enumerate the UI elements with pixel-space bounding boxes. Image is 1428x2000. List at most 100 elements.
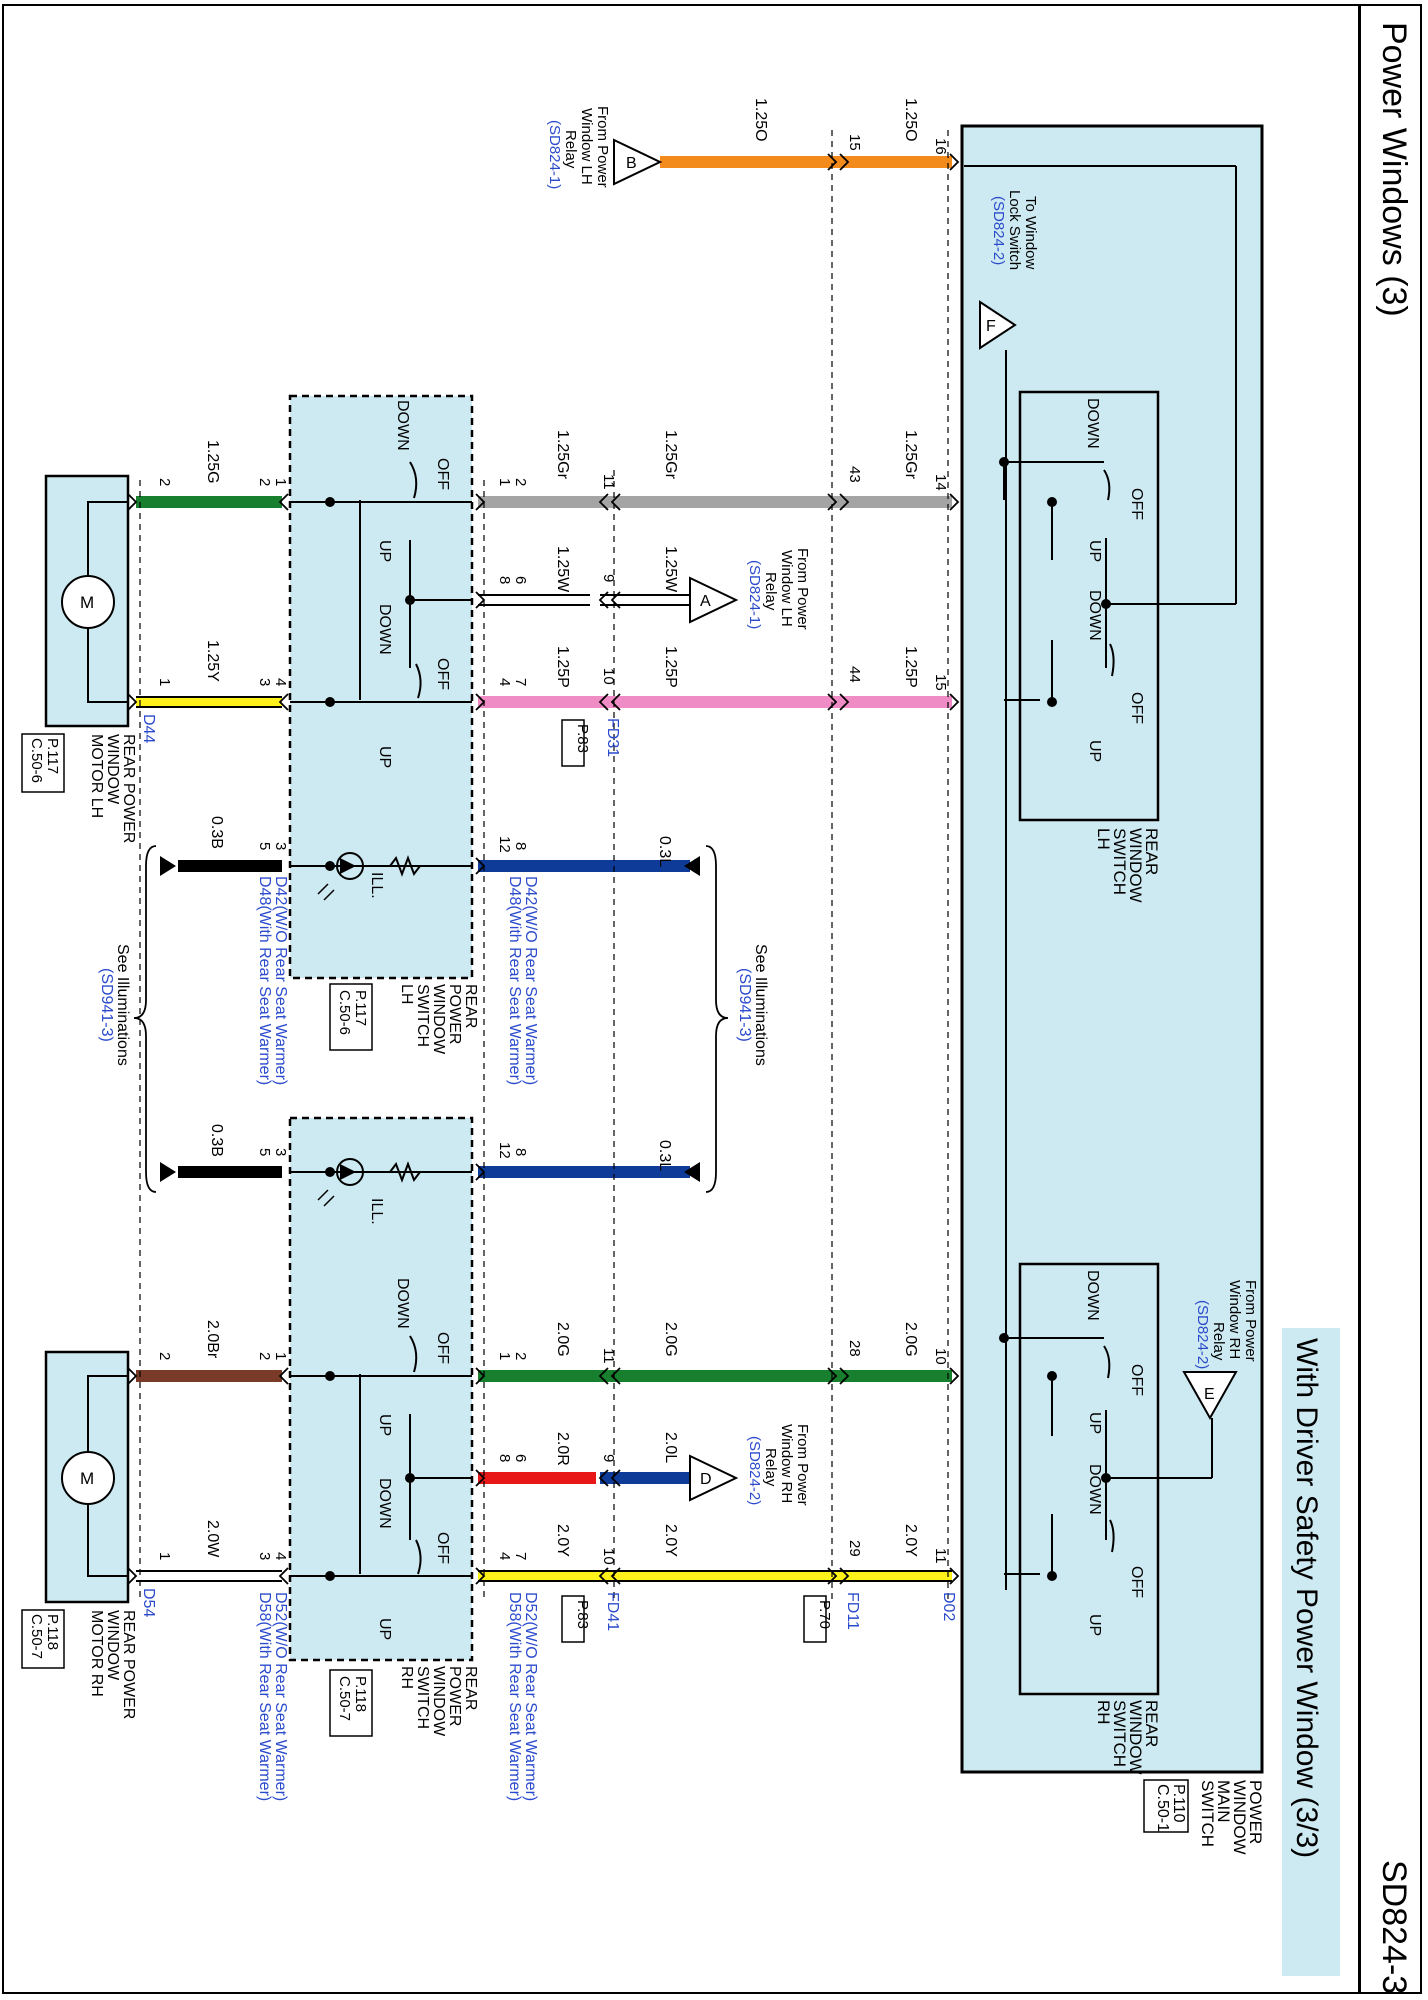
svg-text:D58(With Rear Seat Warmer): D58(With Rear Seat Warmer) bbox=[506, 1592, 523, 1801]
rear-power-window-motor-lh: M REAR POWER WINDOW MOTOR LH P.117 C.50-… bbox=[21, 474, 157, 843]
svg-text:DOWN: DOWN bbox=[1086, 1464, 1103, 1515]
svg-text:See Illuminations: See Illuminations bbox=[114, 944, 131, 1066]
rear-power-window-switch-rh bbox=[288, 1116, 474, 1662]
svg-text:1.25Y: 1.25Y bbox=[204, 640, 221, 682]
svg-text:P.117: P.117 bbox=[44, 738, 61, 774]
svg-text:OFF: OFF bbox=[434, 1332, 451, 1364]
svg-text:7: 7 bbox=[512, 678, 529, 686]
svg-text:1.25O: 1.25O bbox=[902, 98, 919, 142]
svg-text:4: 4 bbox=[272, 678, 289, 686]
svg-text:OFF: OFF bbox=[1128, 1364, 1145, 1396]
pin-numbers: 16 15 14 43 15 44 10 28 11 29 11 9 10 11… bbox=[156, 134, 949, 1565]
svg-text:0.3L: 0.3L bbox=[656, 1140, 673, 1171]
svg-text:2: 2 bbox=[256, 1352, 273, 1360]
svg-text:2: 2 bbox=[256, 478, 273, 486]
svg-text:SWITCH: SWITCH bbox=[414, 984, 431, 1047]
svg-text:D52(W/O Rear Seat Warmer): D52(W/O Rear Seat Warmer) bbox=[522, 1592, 539, 1801]
svg-text:D42(W/O Rear Seat Warmer): D42(W/O Rear Seat Warmer) bbox=[522, 876, 539, 1085]
offpage-connector-f: F To Window Lock Switch (SD824-2) bbox=[979, 190, 1039, 350]
svg-text:M: M bbox=[80, 1469, 94, 1488]
svg-text:11: 11 bbox=[600, 1348, 617, 1364]
offpage-connector-e: E From Power Window RH Relay (SD824-2) bbox=[1182, 1280, 1259, 1446]
svg-text:1.25G: 1.25G bbox=[204, 440, 221, 484]
svg-text:OFF: OFF bbox=[434, 658, 451, 690]
svg-text:WINDOW: WINDOW bbox=[430, 984, 447, 1055]
svg-text:2: 2 bbox=[512, 478, 529, 486]
svg-text:Relay: Relay bbox=[562, 130, 579, 169]
svg-text:16: 16 bbox=[932, 138, 949, 155]
svg-text:OFF: OFF bbox=[434, 458, 451, 490]
svg-text:1.25P: 1.25P bbox=[554, 646, 571, 688]
svg-text:12: 12 bbox=[496, 836, 513, 853]
svg-text:3: 3 bbox=[272, 1148, 289, 1156]
svg-text:1.25Gr: 1.25Gr bbox=[554, 430, 571, 480]
svg-text:10: 10 bbox=[600, 668, 617, 685]
svg-text:DOWN: DOWN bbox=[376, 1478, 393, 1529]
svg-text:2.0R: 2.0R bbox=[554, 1432, 571, 1466]
svg-text:1: 1 bbox=[156, 1552, 173, 1560]
svg-text:LH: LH bbox=[1094, 828, 1113, 850]
svg-text:2.0Br: 2.0Br bbox=[204, 1320, 221, 1359]
svg-text:2.0Y: 2.0Y bbox=[554, 1524, 571, 1557]
svg-text:UP: UP bbox=[376, 1618, 393, 1640]
svg-text:9: 9 bbox=[600, 574, 617, 582]
svg-text:C.50-6: C.50-6 bbox=[28, 738, 45, 783]
connector-chevrons bbox=[127, 153, 960, 1585]
svg-text:1.25O: 1.25O bbox=[752, 98, 769, 142]
svg-text:Window RH: Window RH bbox=[1226, 1280, 1243, 1359]
svg-text:UP: UP bbox=[1086, 1614, 1103, 1636]
svg-text:DOWN: DOWN bbox=[1084, 398, 1101, 449]
svg-text:DOWN: DOWN bbox=[1086, 590, 1103, 641]
svg-text:(SD941-3): (SD941-3) bbox=[98, 968, 115, 1042]
svg-text:P.83: P.83 bbox=[574, 724, 591, 753]
rear-switch-lh-labels: DOWN OFF UP DOWN OFF UP ILL. bbox=[368, 400, 451, 899]
svg-text:1.25Gr: 1.25Gr bbox=[902, 430, 919, 480]
svg-text:(SD824-2): (SD824-2) bbox=[746, 1436, 763, 1505]
svg-text:SWITCH: SWITCH bbox=[1110, 1700, 1129, 1767]
svg-text:MOTOR LH: MOTOR LH bbox=[88, 734, 105, 818]
offpage-connector-b: B From Power Window LH Relay (SD824-1) bbox=[546, 106, 663, 189]
rear-switch-lh-name: REAR POWER WINDOW SWITCH LH P.117 C.50-6 bbox=[329, 983, 479, 1055]
rear-switch-lh-junctions bbox=[325, 497, 415, 871]
svg-text:1.25W: 1.25W bbox=[662, 546, 679, 593]
svg-text:D44: D44 bbox=[140, 714, 157, 743]
svg-text:LH: LH bbox=[398, 984, 415, 1004]
svg-text:28: 28 bbox=[846, 1340, 863, 1357]
svg-text:UP: UP bbox=[1086, 1412, 1103, 1434]
svg-text:FD31: FD31 bbox=[604, 718, 621, 757]
svg-text:WINDOW: WINDOW bbox=[1126, 1700, 1145, 1775]
svg-text:1: 1 bbox=[496, 1352, 513, 1360]
svg-text:15: 15 bbox=[846, 134, 863, 151]
svg-text:UP: UP bbox=[376, 746, 393, 768]
svg-text:MOTOR RH: MOTOR RH bbox=[88, 1610, 105, 1697]
illumination-lamp-lh bbox=[317, 852, 421, 901]
svg-text:ILL.: ILL. bbox=[368, 1198, 385, 1225]
page-border bbox=[2, 4, 1422, 1994]
page-code: SD824-3 bbox=[1375, 1860, 1413, 1994]
svg-text:B: B bbox=[626, 155, 637, 172]
svg-text:POWER: POWER bbox=[1246, 1780, 1265, 1844]
svg-text:Relay: Relay bbox=[1210, 1322, 1227, 1361]
svg-text:SWITCH: SWITCH bbox=[1198, 1780, 1217, 1847]
svg-text:P.118: P.118 bbox=[44, 1614, 61, 1650]
svg-text:3: 3 bbox=[272, 842, 289, 850]
svg-text:A: A bbox=[700, 593, 711, 610]
svg-text:Window RH: Window RH bbox=[778, 1424, 795, 1503]
svg-text:29: 29 bbox=[846, 1540, 863, 1557]
svg-text:WINDOW: WINDOW bbox=[1126, 828, 1145, 903]
svg-text:Relay: Relay bbox=[762, 572, 779, 611]
rear-power-window-motor-rh: M REAR POWER WINDOW MOTOR RH P.118 C.50-… bbox=[21, 1350, 157, 1719]
svg-text:REAR: REAR bbox=[462, 1666, 479, 1710]
svg-text:2.0W: 2.0W bbox=[204, 1520, 221, 1558]
svg-text:From Power: From Power bbox=[794, 548, 811, 630]
svg-text:REAR POWER: REAR POWER bbox=[120, 1610, 137, 1719]
illumination-links: See Illuminations (SD941-3) See Illumina… bbox=[98, 845, 769, 1193]
svg-text:4: 4 bbox=[496, 1552, 513, 1560]
svg-text:P.83: P.83 bbox=[574, 1600, 591, 1629]
rear-window-switch-lh-box bbox=[1018, 390, 1160, 822]
illumination-lamp-rh bbox=[317, 1158, 421, 1207]
svg-text:11: 11 bbox=[932, 1548, 949, 1564]
banner-background bbox=[1282, 1328, 1340, 1976]
